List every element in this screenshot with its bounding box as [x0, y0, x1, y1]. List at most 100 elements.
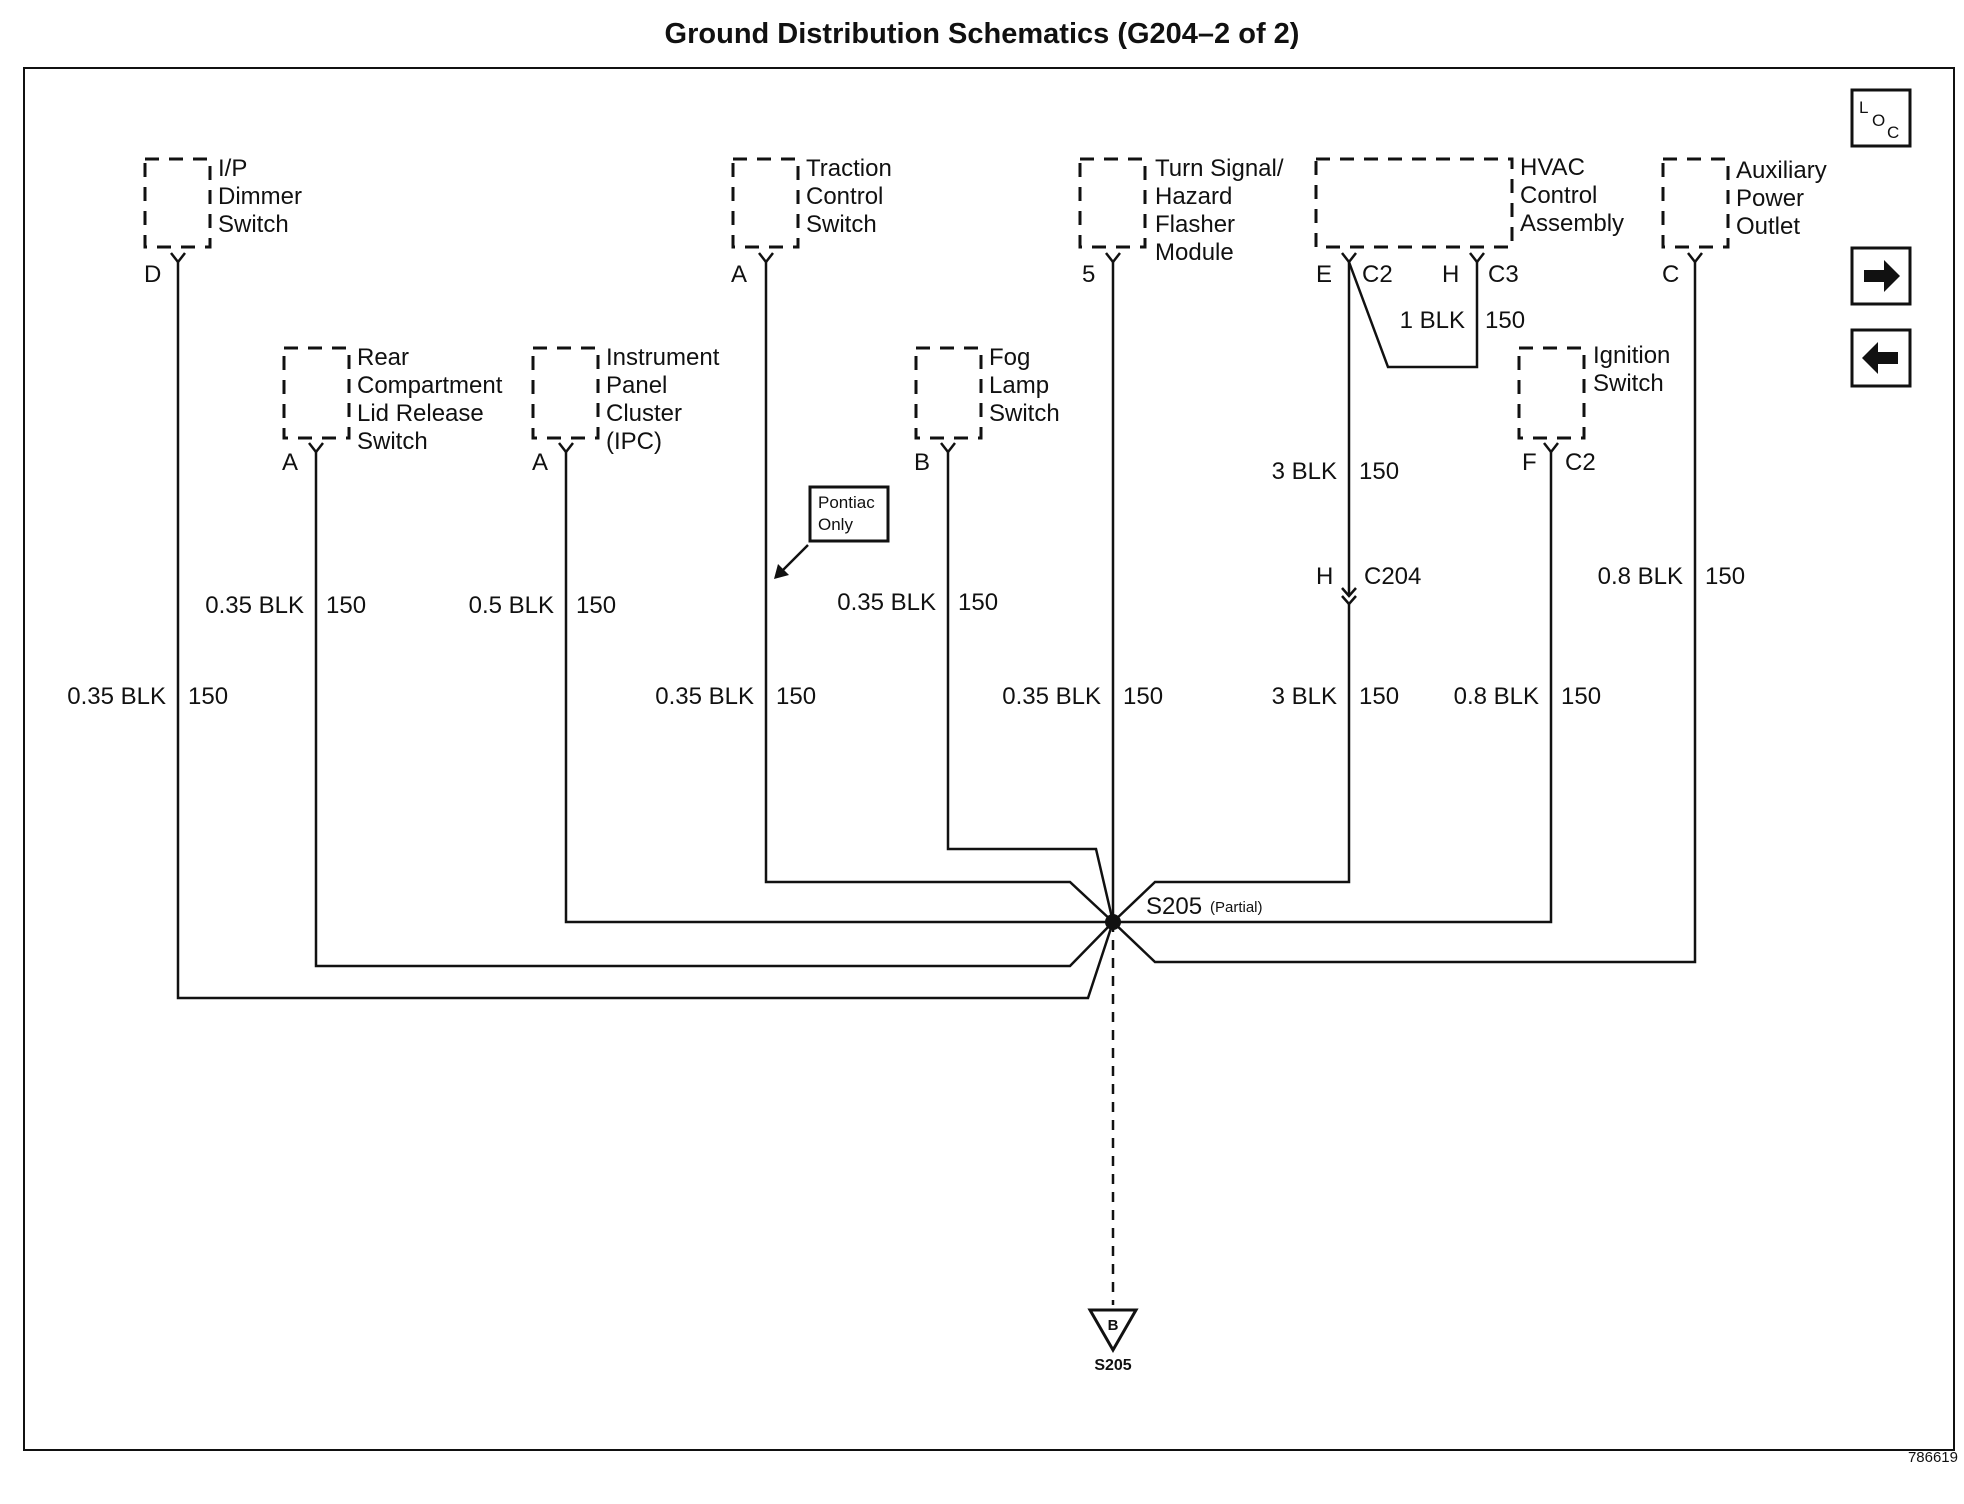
- svg-text:5: 5: [1082, 261, 1095, 288]
- aux-power-label: Auxiliary Power Outlet: [1736, 157, 1827, 240]
- wire-ip-dimmer: [176, 260, 1115, 1000]
- svg-text:150: 150: [326, 592, 366, 619]
- pin-labels: D A A A B 5 E C2 H C3 F C2 C H C204: [144, 261, 1679, 590]
- svg-text:150: 150: [576, 592, 616, 619]
- svg-text:0.35 BLK: 0.35 BLK: [837, 589, 936, 616]
- svg-text:0.5 BLK: 0.5 BLK: [469, 592, 554, 619]
- svg-text:Dimmer: Dimmer: [218, 183, 302, 210]
- fog-lamp-switch-box: [914, 346, 983, 440]
- svg-text:Rear: Rear: [357, 344, 409, 371]
- svg-text:L: L: [1859, 98, 1868, 117]
- svg-text:Switch: Switch: [806, 211, 877, 238]
- svg-text:Switch: Switch: [989, 400, 1060, 427]
- svg-text:Auxiliary: Auxiliary: [1736, 157, 1827, 184]
- svg-text:Power: Power: [1736, 185, 1804, 212]
- wire-hvac-lower: [1112, 602, 1351, 923]
- svg-text:150: 150: [1485, 307, 1525, 334]
- svg-text:Turn Signal/: Turn Signal/: [1155, 155, 1284, 182]
- s205-reference-symbol[interactable]: B S205: [1087, 1308, 1139, 1374]
- left-arrow-icon: [1862, 342, 1898, 374]
- hvac-control-box: [1314, 157, 1514, 249]
- svg-text:I/P: I/P: [218, 155, 247, 182]
- svg-text:S205: S205: [1146, 893, 1202, 920]
- traction-control-switch-box: [731, 157, 800, 249]
- svg-text:C2: C2: [1565, 449, 1596, 476]
- svg-text:F: F: [1522, 449, 1537, 476]
- svg-text:Switch: Switch: [218, 211, 289, 238]
- turn-signal-label: Turn Signal/ Hazard Flasher Module: [1155, 155, 1284, 266]
- ignition-label: Ignition Switch: [1593, 342, 1670, 397]
- ip-dimmer-label: I/P Dimmer Switch: [218, 155, 302, 238]
- wire-labels: 0.35 BLK 150 0.35 BLK 150 0.5 BLK 150 0.…: [67, 307, 1745, 710]
- wire-traction: [764, 260, 1114, 923]
- svg-text:150: 150: [958, 589, 998, 616]
- svg-text:Lamp: Lamp: [989, 372, 1049, 399]
- svg-text:0.35 BLK: 0.35 BLK: [655, 683, 754, 710]
- pin-terminals: [170, 252, 1703, 606]
- svg-text:C204: C204: [1364, 563, 1421, 590]
- svg-text:H: H: [1316, 563, 1333, 590]
- ipc-box: [531, 346, 600, 440]
- location-icon[interactable]: L O C: [1850, 88, 1912, 148]
- svg-text:S205: S205: [1094, 1357, 1131, 1374]
- svg-text:Traction: Traction: [806, 155, 892, 182]
- next-page-button[interactable]: [1850, 246, 1912, 306]
- svg-text:(IPC): (IPC): [606, 428, 662, 455]
- svg-text:150: 150: [1705, 563, 1745, 590]
- ipc-label: Instrument Panel Cluster (IPC): [606, 344, 720, 455]
- svg-text:Switch: Switch: [357, 428, 428, 455]
- svg-text:H: H: [1442, 261, 1459, 288]
- svg-text:C: C: [1887, 123, 1899, 142]
- svg-text:Module: Module: [1155, 239, 1234, 266]
- svg-text:150: 150: [776, 683, 816, 710]
- diagram-border: [23, 67, 1955, 1451]
- wire-fog: [946, 450, 1115, 923]
- svg-text:B: B: [1108, 1317, 1119, 1334]
- svg-text:1 BLK: 1 BLK: [1400, 307, 1465, 334]
- svg-text:C: C: [1662, 261, 1679, 288]
- aux-power-outlet-box: [1661, 157, 1730, 249]
- svg-text:150: 150: [188, 683, 228, 710]
- wires: [176, 260, 1697, 1305]
- svg-text:0.35 BLK: 0.35 BLK: [67, 683, 166, 710]
- svg-text:0.8 BLK: 0.8 BLK: [1598, 563, 1683, 590]
- svg-text:Flasher: Flasher: [1155, 211, 1235, 238]
- svg-text:Outlet: Outlet: [1736, 213, 1800, 240]
- svg-text:0.35 BLK: 0.35 BLK: [205, 592, 304, 619]
- svg-text:(Partial): (Partial): [1210, 899, 1263, 916]
- svg-text:C2: C2: [1362, 261, 1393, 288]
- wire-aux-power: [1112, 260, 1697, 964]
- svg-text:A: A: [282, 449, 298, 476]
- svg-text:O: O: [1872, 111, 1885, 130]
- svg-text:Cluster: Cluster: [606, 400, 682, 427]
- svg-text:Control: Control: [1520, 182, 1597, 209]
- pontiac-only-note: Pontiac Only: [774, 485, 890, 579]
- rear-compartment-switch-box: [282, 346, 351, 440]
- svg-text:150: 150: [1359, 683, 1399, 710]
- ip-dimmer-switch-box: [143, 157, 212, 249]
- svg-text:Pontiac: Pontiac: [818, 493, 875, 512]
- wire-hvac-jumper: [1347, 260, 1479, 369]
- svg-text:C3: C3: [1488, 261, 1519, 288]
- svg-text:A: A: [731, 261, 747, 288]
- splice-s205-dot: [1105, 914, 1121, 930]
- document-id: 786619: [1907, 1449, 1958, 1466]
- wire-rear-compartment: [314, 450, 1114, 968]
- svg-text:Only: Only: [818, 515, 853, 534]
- fog-label: Fog Lamp Switch: [989, 344, 1060, 427]
- svg-text:150: 150: [1561, 683, 1601, 710]
- right-arrow-icon: [1864, 260, 1900, 292]
- svg-text:Assembly: Assembly: [1520, 210, 1624, 237]
- svg-text:A: A: [532, 449, 548, 476]
- svg-text:3 BLK: 3 BLK: [1272, 683, 1337, 710]
- turn-signal-module-box: [1078, 157, 1147, 249]
- page-title: Ground Distribution Schematics (G204–2 o…: [664, 18, 1300, 50]
- svg-text:Ignition: Ignition: [1593, 342, 1670, 369]
- previous-page-button[interactable]: [1850, 328, 1912, 388]
- svg-text:Lid Release: Lid Release: [357, 400, 484, 427]
- svg-text:Control: Control: [806, 183, 883, 210]
- svg-text:E: E: [1316, 261, 1332, 288]
- svg-text:3 BLK: 3 BLK: [1272, 458, 1337, 485]
- hvac-label: HVAC Control Assembly: [1520, 154, 1624, 237]
- svg-text:150: 150: [1359, 458, 1399, 485]
